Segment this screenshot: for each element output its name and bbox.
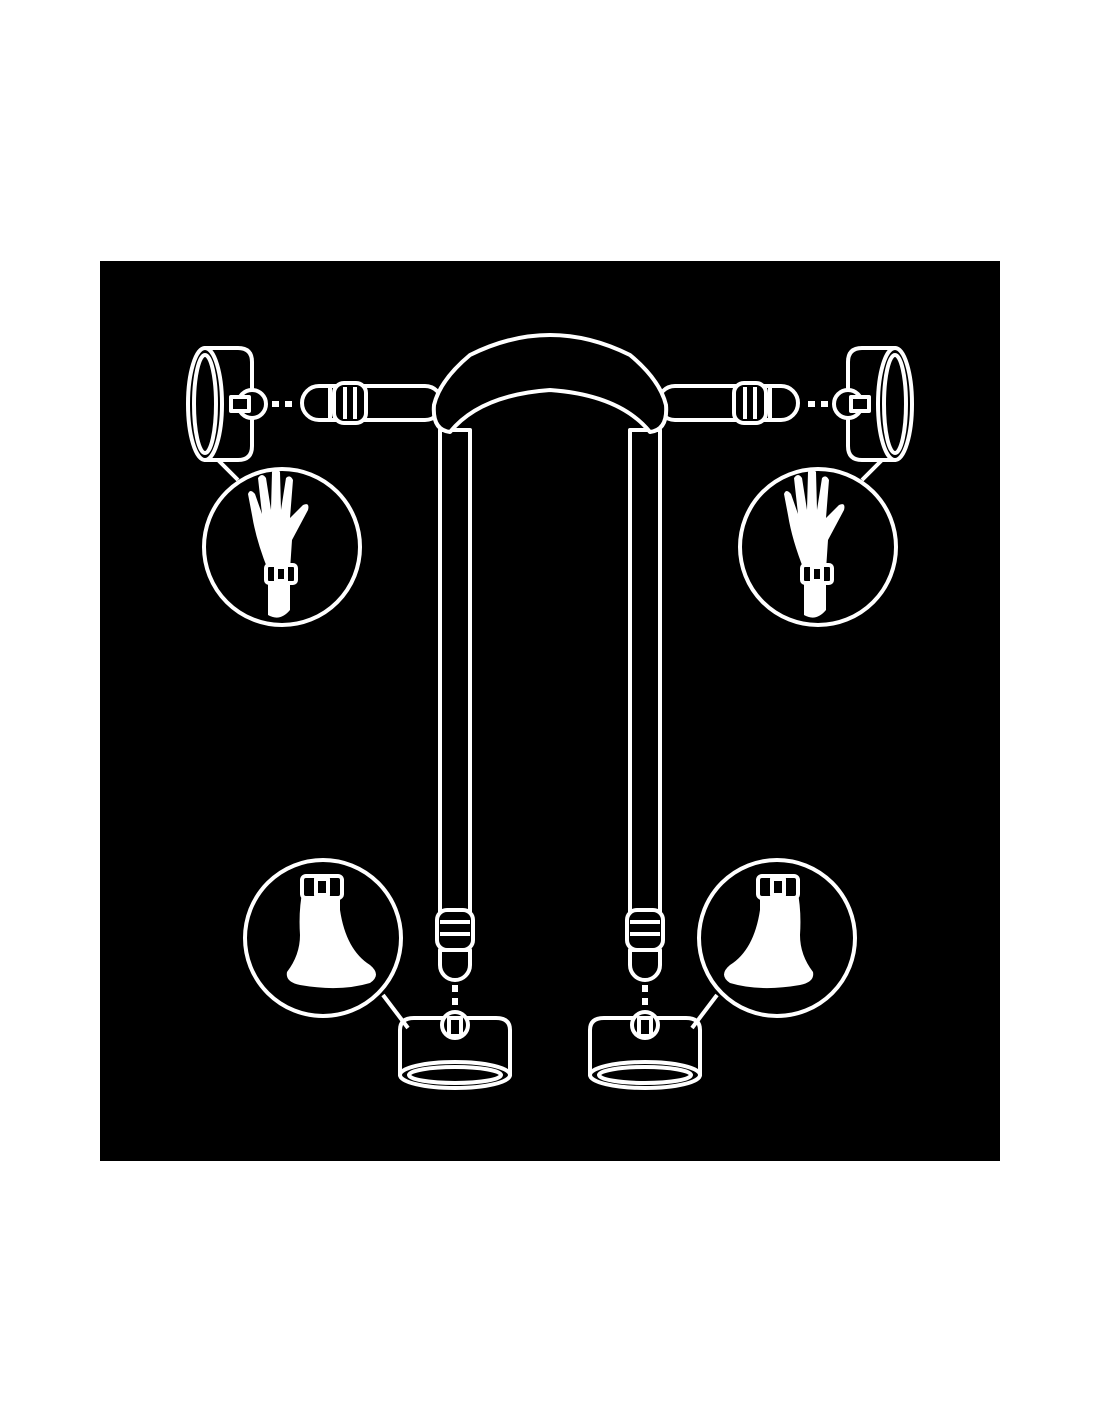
neck-pad bbox=[431, 333, 669, 434]
restraint-diagram bbox=[100, 261, 1000, 1161]
illustration-panel bbox=[100, 261, 1000, 1161]
ankle-callout-right bbox=[697, 858, 857, 1018]
wrist-callout-right bbox=[738, 467, 898, 627]
wrist-callout-left bbox=[202, 467, 362, 627]
ankle-callout-left bbox=[243, 858, 403, 1018]
